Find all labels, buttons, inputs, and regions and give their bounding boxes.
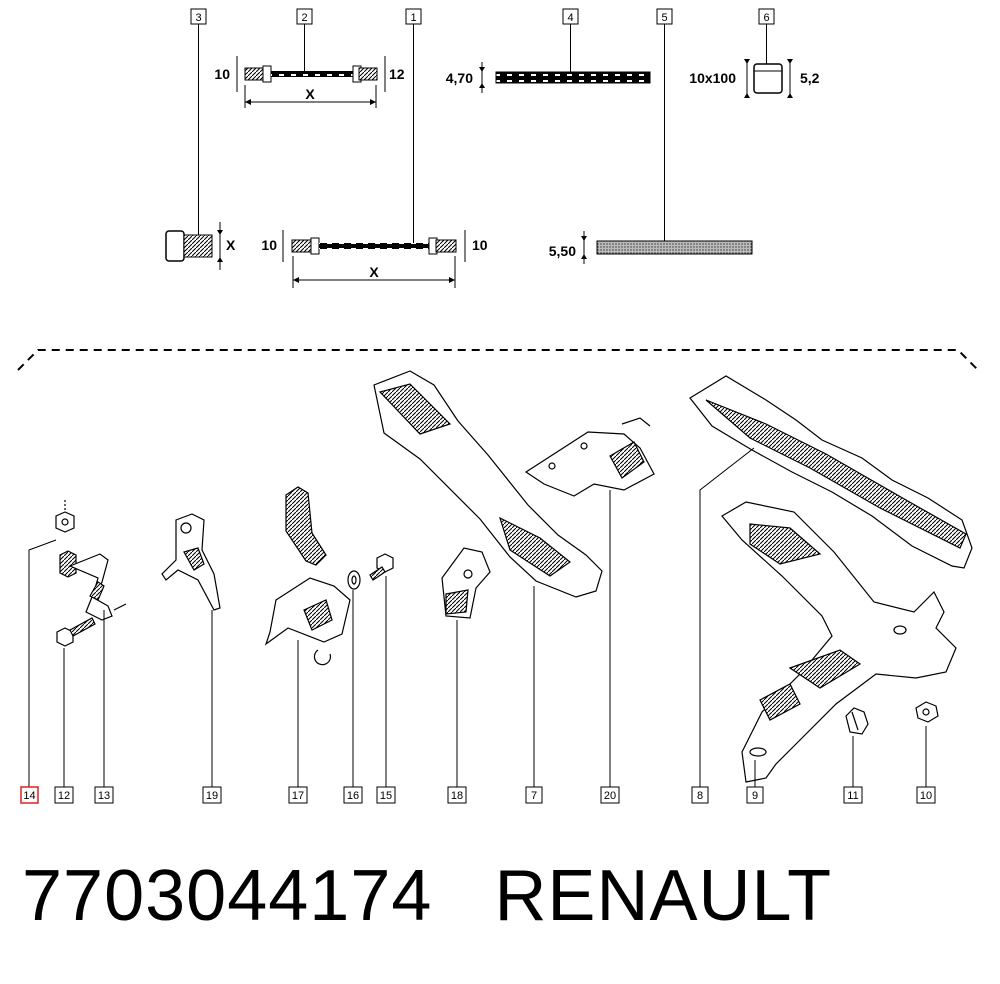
footer-caption: 7703044174 RENAULT (22, 855, 832, 937)
callout-11: 11 (843, 786, 863, 804)
part-5-hose (581, 231, 753, 264)
dim-part4: 4,70 (446, 70, 473, 86)
top-callout-2: 2 (296, 8, 313, 72)
part-1-brake-pipe (282, 230, 466, 288)
part-9-reinforcement (721, 501, 957, 783)
part-18-gusset (441, 547, 491, 619)
callout-8: 8 (691, 786, 709, 804)
callout-18: 18 (447, 786, 467, 804)
callout-label: 10 (920, 790, 932, 802)
callout-13: 13 (94, 786, 114, 804)
brand-name: RENAULT (494, 856, 833, 936)
part-10-nut (915, 701, 939, 723)
dim-part1-length: X (369, 264, 379, 280)
callout-7: 7 (525, 786, 543, 804)
top-callout-4: 4 (562, 8, 579, 73)
part-13-bracket (59, 550, 127, 621)
dim-part2-left: 10 (214, 66, 230, 82)
part-3-union-fitting (165, 222, 223, 270)
callout-label: 12 (58, 790, 70, 802)
dim-part6-size: 10x100 (689, 70, 736, 86)
callout-14: 14 (20, 786, 39, 804)
callout-label: 8 (697, 790, 703, 802)
top-callout-5: 5 (656, 8, 673, 241)
callout-label: 20 (604, 790, 616, 802)
leader-lines (28, 447, 927, 787)
part-number: 7703044174 (22, 856, 433, 936)
callout-20: 20 (600, 786, 620, 804)
dim-part5: 5,50 (549, 243, 576, 259)
part-8-cross-member (689, 375, 973, 569)
callout-label: 2 (301, 12, 307, 24)
callout-label: 18 (451, 790, 463, 802)
callout-label: 7 (531, 790, 537, 802)
part-16-washer (347, 570, 361, 590)
callout-19: 19 (202, 786, 222, 804)
callout-label: 3 (195, 12, 201, 24)
callout-label: 11 (847, 790, 858, 802)
dashed-separator (17, 349, 979, 371)
dim-part1-left: 10 (261, 237, 277, 253)
part-2-brake-pipe (236, 56, 386, 108)
part-19-bracket (161, 513, 221, 611)
callout-label: 5 (661, 12, 667, 24)
callout-label: 6 (763, 12, 769, 24)
part-11-clip (845, 707, 869, 735)
callout-label: 16 (347, 790, 359, 802)
callout-10: 10 (916, 786, 936, 804)
dim-part2-right: 12 (389, 66, 405, 82)
dim-part6-thickness: 5,2 (800, 70, 820, 86)
callout-15: 15 (376, 786, 396, 804)
callout-17: 17 (288, 786, 308, 804)
part-20-bracket (524, 417, 655, 497)
callout-label: 9 (752, 790, 758, 802)
part-12-bolt (56, 617, 96, 647)
top-callout-6: 6 (758, 8, 775, 64)
callout-label: 1 (410, 12, 416, 24)
part-7-side-rail (373, 370, 603, 598)
top-callout-1: 1 (405, 8, 422, 243)
dim-part2-length: X (305, 86, 315, 102)
part-6-sleeve (744, 59, 793, 98)
callout-label: 17 (292, 790, 304, 802)
part-4-strip (479, 62, 651, 93)
callout-label: 19 (206, 790, 218, 802)
callout-9: 9 (746, 786, 764, 804)
callout-16: 16 (343, 786, 363, 804)
callout-label: 15 (380, 790, 392, 802)
dim-part1-right: 10 (472, 237, 488, 253)
part-15-screw (369, 553, 394, 581)
callout-label: 4 (567, 12, 573, 24)
dim-part3: X (226, 237, 236, 253)
callout-label: 13 (98, 790, 110, 802)
callout-label: 14 (23, 790, 35, 802)
callout-12: 12 (54, 786, 74, 804)
part-14-clip-nut (55, 500, 75, 533)
top-callout-3: 3 (190, 8, 207, 236)
part-17-bracket (264, 486, 351, 666)
